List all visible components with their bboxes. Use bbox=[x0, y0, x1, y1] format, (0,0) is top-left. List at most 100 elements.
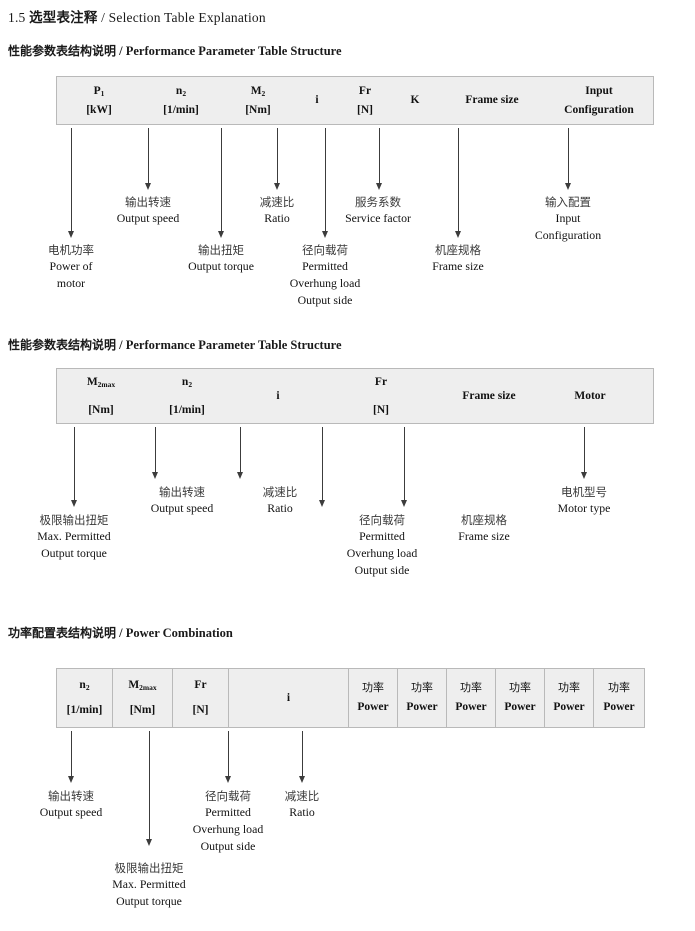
callout-overhung-load-2-en-2: Overhung load bbox=[346, 546, 418, 561]
arrow-to-max-permitted-output-torque-3 bbox=[145, 731, 154, 846]
arrow-to-motor-type bbox=[580, 427, 589, 479]
performance-parameter-table-2: M2max [Nm] n2 [1/min] i Fr [N] Frame siz… bbox=[56, 368, 654, 424]
section-heading-1-en: Performance Parameter Table Structure bbox=[125, 44, 342, 58]
callout-ratio-2-en-1: Ratio bbox=[267, 501, 293, 516]
table1-col-i-symbol: i bbox=[315, 94, 319, 107]
callout-ratio-2-cn: 减速比 bbox=[262, 485, 298, 499]
performance-parameter-table-1: P1 [kW] n2 [1/min] M2 [Nm] i Fr [N] K Fr… bbox=[56, 76, 654, 125]
callout-overhung-load-2-en-1: Permitted bbox=[359, 529, 405, 544]
arrow-to-ratio-2 bbox=[236, 427, 245, 479]
table2-col-n2-symbol: n bbox=[181, 375, 189, 388]
table3-col-m2max-symbol: M bbox=[128, 679, 140, 692]
table3-col-i-symbol: i bbox=[286, 691, 291, 704]
section-heading-1-cn: 性能参数表结构说明 bbox=[8, 44, 117, 58]
callout-output-speed-cn: 输出转速 bbox=[125, 195, 171, 209]
arrow-to-frame-size bbox=[454, 128, 463, 238]
table3-col-n2: n2 [1/min] bbox=[57, 669, 113, 727]
section-heading-3: 功率配置表结构说明 / Power Combination bbox=[8, 624, 233, 641]
table3-col-power-6-en: Power bbox=[603, 700, 635, 713]
section-heading-1-sep: / bbox=[119, 44, 123, 58]
callout-overhung-load-3-en-1: Permitted bbox=[205, 805, 251, 820]
table1-col-input-configuration-line1: Input bbox=[585, 84, 613, 97]
table1-col-fr-symbol: Fr bbox=[358, 84, 372, 97]
table1-col-m2-subscript: 2 bbox=[261, 88, 266, 98]
arrow-to-overhung-load bbox=[321, 128, 330, 238]
callout-input-configuration-en-2: Configuration bbox=[534, 228, 602, 243]
callout-overhung-load-en-3: Output side bbox=[297, 292, 353, 307]
table1-col-p1-unit: [kW] bbox=[86, 103, 112, 116]
callout-ratio-2: 减速比 Ratio bbox=[263, 484, 298, 517]
table3-col-power-1-en: Power bbox=[357, 700, 389, 713]
callout-ratio-3-cn: 减速比 bbox=[284, 789, 320, 803]
table3-col-power-2-en: Power bbox=[406, 700, 438, 713]
table2-col-n2-unit: [1/min] bbox=[169, 403, 205, 416]
table2-col-i: i bbox=[253, 369, 303, 423]
section-heading-3-en: Power Combination bbox=[125, 626, 233, 640]
page-title-number: 1.5 bbox=[8, 10, 26, 25]
callout-output-torque: 输出扭矩 Output torque bbox=[188, 242, 254, 275]
page-title-en: Selection Table Explanation bbox=[108, 10, 266, 25]
power-combination-table: n2 [1/min] M2max [Nm] Fr [N] i 功率 Power … bbox=[56, 668, 645, 728]
table3-col-power-2-cn: 功率 bbox=[411, 681, 433, 695]
arrow-to-ratio-3 bbox=[298, 731, 307, 783]
section-heading-2-sep: / bbox=[119, 338, 123, 352]
callout-overhung-load-2-cn: 径向载荷 bbox=[359, 513, 405, 527]
callout-output-speed-3-en-1: Output speed bbox=[39, 805, 103, 820]
callout-power-of-motor-cn: 电机功率 bbox=[48, 243, 94, 257]
callout-output-torque-en-1: Output torque bbox=[188, 259, 254, 274]
callout-frame-size-2-cn: 机座规格 bbox=[461, 513, 507, 527]
callout-frame-size-en-1: Frame size bbox=[432, 259, 484, 274]
callout-input-configuration: 输入配置 Input Configuration bbox=[535, 194, 601, 244]
callout-output-torque-cn: 输出扭矩 bbox=[197, 243, 244, 257]
callout-service-factor-cn: 服务系数 bbox=[354, 195, 401, 209]
table1-col-p1-symbol: P bbox=[93, 84, 101, 97]
section-heading-2-cn: 性能参数表结构说明 bbox=[8, 338, 117, 352]
arrow-to-output-speed-3 bbox=[67, 731, 76, 783]
table3-col-fr-unit: [N] bbox=[192, 704, 209, 716]
callout-output-speed-en-1: Output speed bbox=[116, 211, 180, 226]
table1-col-n2: n2 [1/min] bbox=[141, 77, 221, 124]
table3-col-power-6-cn: 功率 bbox=[608, 681, 630, 695]
callout-overhung-load-2: 径向载荷 Permitted Overhung load Output side bbox=[347, 512, 417, 579]
callout-motor-type: 电机型号 Motor type bbox=[558, 484, 611, 517]
arrow-to-output-torque bbox=[217, 128, 226, 238]
callout-input-configuration-cn: 输入配置 bbox=[545, 195, 591, 209]
table1-col-fr-unit: [N] bbox=[357, 103, 373, 116]
arrow-to-overhung-load-3 bbox=[224, 731, 233, 783]
callout-output-speed-2-en-1: Output speed bbox=[150, 501, 214, 516]
callout-max-permitted-output-torque-en-1: Max. Permitted bbox=[37, 529, 111, 544]
callout-overhung-load-en-2: Overhung load bbox=[289, 276, 361, 291]
table3-col-fr-symbol: Fr bbox=[194, 679, 207, 692]
callout-max-permitted-output-torque: 极限输出扭矩 Max. Permitted Output torque bbox=[37, 512, 110, 562]
callout-power-of-motor-en-1: Power of bbox=[49, 259, 93, 274]
arrow-to-overhung-load-2 bbox=[318, 427, 327, 507]
callout-service-factor: 服务系数 Service factor bbox=[345, 194, 411, 227]
table3-col-power-4-en: Power bbox=[504, 700, 536, 713]
callout-power-of-motor-en-2: motor bbox=[56, 276, 86, 291]
section-heading-2-en: Performance Parameter Table Structure bbox=[125, 338, 342, 352]
callout-frame-size-2-en-1: Frame size bbox=[458, 529, 510, 544]
callout-input-configuration-en-1: Input bbox=[555, 211, 581, 226]
table3-col-m2max-unit: [Nm] bbox=[129, 704, 156, 716]
callout-output-speed-3: 输出转速 Output speed bbox=[40, 788, 103, 821]
callout-overhung-load-2-en-3: Output side bbox=[354, 562, 410, 577]
table2-col-fr: Fr [N] bbox=[355, 369, 407, 423]
callout-service-factor-en-1: Service factor bbox=[345, 211, 411, 226]
table3-col-power-4: 功率 Power bbox=[496, 669, 545, 727]
arrow-to-input-configuration bbox=[564, 128, 573, 190]
table3-col-power-6: 功率 Power bbox=[594, 669, 644, 727]
callout-ratio-cn: 减速比 bbox=[259, 195, 295, 209]
callout-output-speed: 输出转速 Output speed bbox=[117, 194, 180, 227]
callout-overhung-load-3-cn: 径向载荷 bbox=[205, 789, 251, 803]
table1-col-p1: P1 [kW] bbox=[57, 77, 141, 124]
table2-col-m2max: M2max [Nm] bbox=[57, 369, 145, 423]
table1-col-p1-subscript: 1 bbox=[100, 88, 105, 98]
table3-col-power-5-en: Power bbox=[553, 700, 585, 713]
table2-col-frame-size-label: Frame size bbox=[462, 389, 516, 402]
callout-max-permitted-output-torque-en-2: Output torque bbox=[41, 546, 107, 561]
section-heading-1: 性能参数表结构说明 / Performance Parameter Table … bbox=[8, 42, 342, 59]
callout-frame-size: 机座规格 Frame size bbox=[432, 242, 483, 275]
callout-overhung-load-en-1: Permitted bbox=[302, 259, 348, 274]
arrow-to-ratio bbox=[273, 128, 282, 190]
section-heading-3-sep: / bbox=[119, 626, 123, 640]
